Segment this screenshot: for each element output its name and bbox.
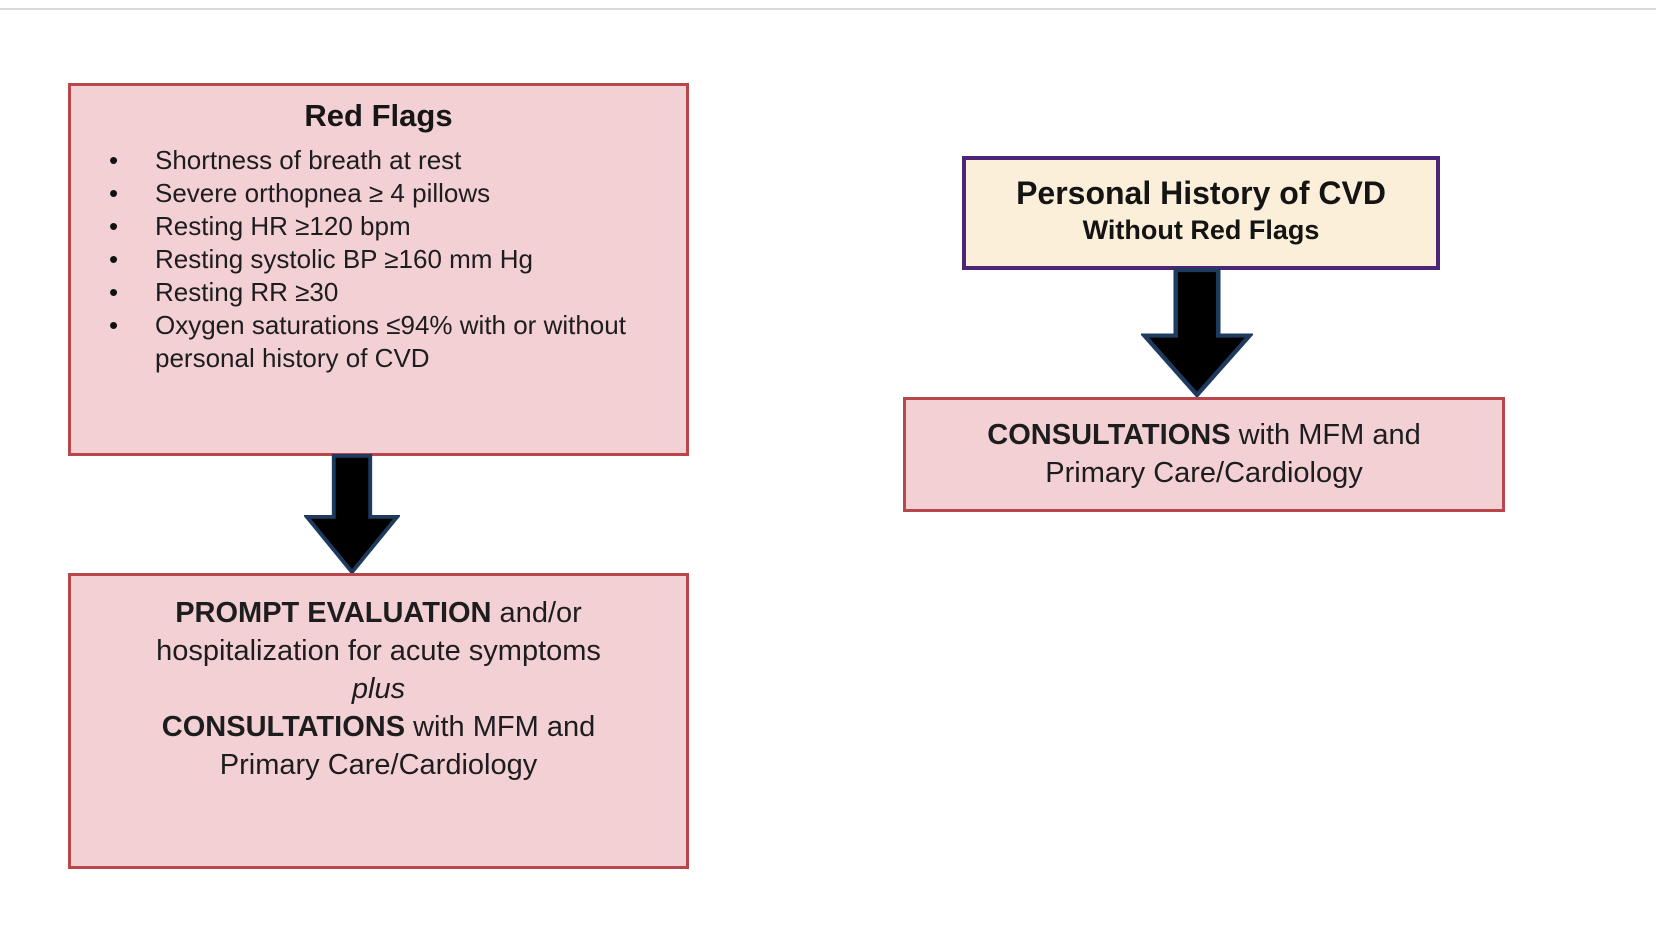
prompt-box-line: PROMPT EVALUATION and/or (71, 594, 686, 632)
personal-history-box: Personal History of CVD Without Red Flag… (962, 156, 1440, 270)
red-flags-list: Shortness of breath at rest Severe ortho… (71, 144, 686, 375)
prompt-box-plus: plus (351, 673, 406, 705)
consult-box-line: CONSULTATIONS with MFM and (906, 416, 1502, 454)
red-flags-item: Resting RR ≥30 (71, 276, 686, 309)
consultations-box: CONSULTATIONS with MFM and Primary Care/… (903, 397, 1505, 512)
consult-box-text: with MFM and (1230, 419, 1421, 451)
red-flags-item: Resting systolic BP ≥160 mm Hg (71, 243, 686, 276)
personal-history-title: Personal History of CVD (1016, 175, 1386, 211)
prompt-evaluation-box: PROMPT EVALUATION and/or hospitalization… (68, 573, 689, 869)
consultations-label: CONSULTATIONS (987, 419, 1231, 451)
prompt-box-line: CONSULTATIONS with MFM and (71, 708, 686, 746)
consult-box-line: Primary Care/Cardiology (1045, 457, 1363, 489)
down-arrow-right-icon (1141, 268, 1253, 397)
red-flags-item: Severe orthopnea ≥ 4 pillows (71, 177, 686, 210)
prompt-box-text: with MFM and (405, 711, 596, 743)
page-top-edge (0, 8, 1656, 10)
red-flags-box: Red Flags Shortness of breath at rest Se… (68, 83, 689, 456)
consultations-label: CONSULTATIONS (161, 711, 406, 743)
prompt-box-line: hospitalization for acute symptoms (156, 635, 601, 667)
prompt-box-line: Primary Care/Cardiology (219, 749, 538, 781)
red-flags-item: Shortness of breath at rest (71, 144, 686, 177)
red-flags-item: Oxygen saturations ≤94% with or without … (71, 309, 686, 375)
prompt-evaluation-label: PROMPT EVALUATION (175, 597, 492, 629)
down-arrow-left-icon (304, 454, 400, 574)
red-flags-title: Red Flags (304, 98, 453, 133)
personal-history-subtitle: Without Red Flags (1082, 215, 1320, 245)
red-flags-item: Resting HR ≥120 bpm (71, 210, 686, 243)
prompt-box-text: and/or (491, 597, 582, 629)
